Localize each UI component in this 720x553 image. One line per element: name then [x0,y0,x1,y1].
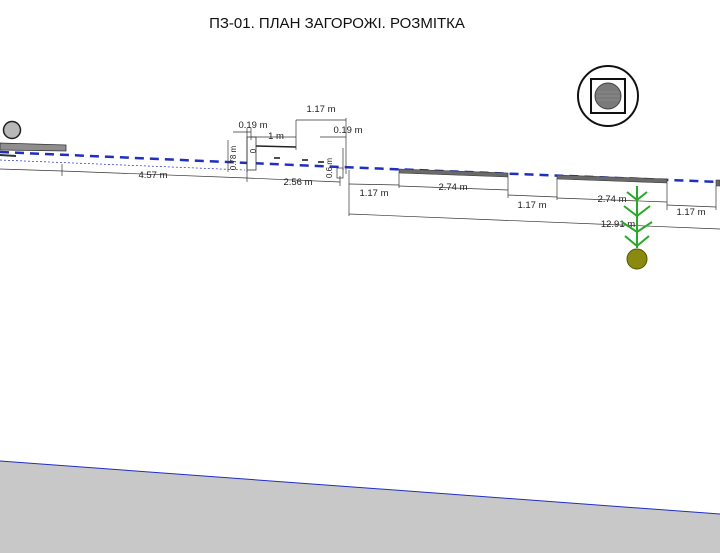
fence-panel-1 [398,168,509,178]
pole-circle-icon [2,120,22,140]
circle-in-square-icon [577,65,639,127]
dim-0-78: 0.78 m [229,145,238,170]
dimension-lines [0,118,720,230]
dim-1-17-c: 1.17 m [676,207,705,218]
ground-edge-line [0,460,720,515]
dim-0-gate: 0.6 m [325,158,334,178]
dim-12-91: 12.91 m [601,219,635,230]
fence-panel-left-base [0,154,17,157]
dim-4-57: 4.57 m [138,170,167,181]
gate-block [246,136,344,179]
drawing-title: ПЗ-01. ПЛАН ЗАГОРОЖІ. РОЗМІТКА [209,15,465,32]
fence-panel-2 [556,174,668,184]
dim-1-17-top: 1.17 m [306,104,335,115]
fence-panel-3 [715,179,720,187]
dim-0-small: 0 [249,148,258,153]
dim-1-17-b: 1.17 m [517,200,546,211]
tree-icon [621,186,653,270]
dim-2-74-b: 2.74 m [597,194,626,205]
dim-0-19-right: 0.19 m [333,125,362,136]
dim-1-17-a: 1.17 m [359,188,388,199]
fence-panel-left [0,142,67,152]
ground-area [0,461,720,553]
dim-2-74-a: 2.74 m [438,182,467,193]
dim-2-56: 2.56 m [283,177,312,188]
dim-0-19-left: 0.19 m [238,120,267,131]
dim-1-m: 1 m [268,131,284,142]
fence-axis-line [0,159,246,171]
